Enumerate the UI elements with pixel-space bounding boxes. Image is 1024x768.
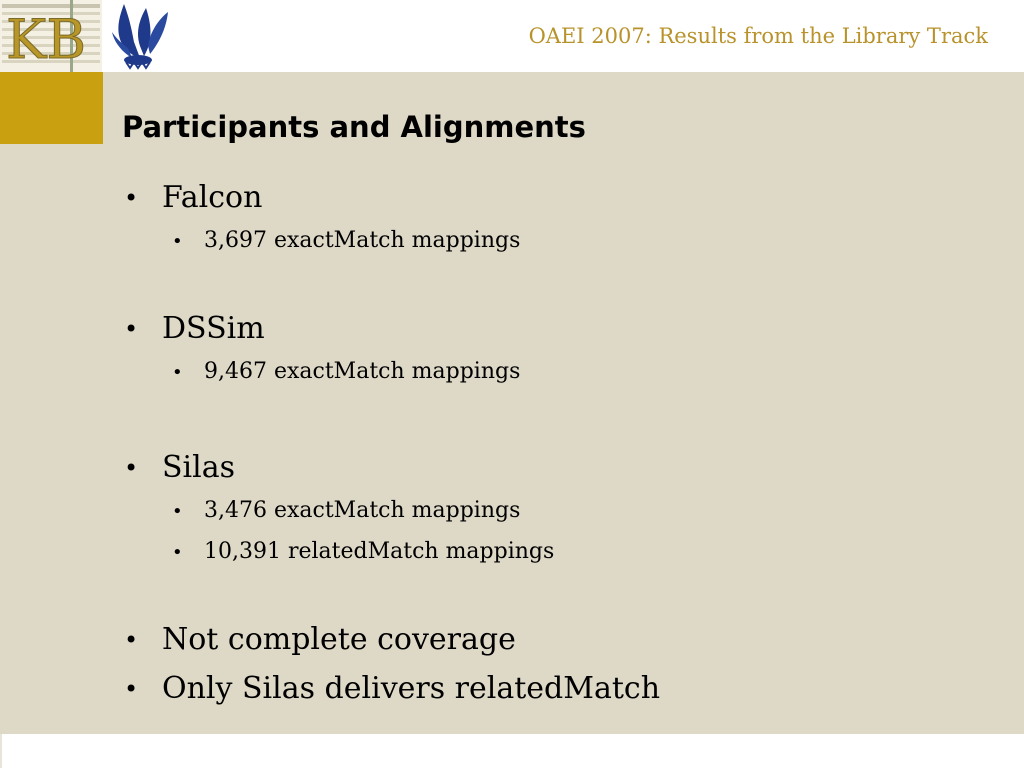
bullet-dot-icon: • — [124, 675, 139, 703]
bullet-dot-icon: • — [172, 362, 183, 383]
kb-logo-text: KB — [6, 8, 86, 71]
footer-divider — [0, 734, 2, 768]
sub-bullet-label: 3,697 exactMatch mappings — [204, 228, 521, 253]
bullet-dot-icon: • — [124, 626, 139, 654]
header-bar — [0, 0, 1024, 72]
slide-title: Participants and Alignments — [122, 110, 586, 144]
bullet-label: Silas — [162, 450, 236, 485]
bullet-dot-icon: • — [124, 454, 139, 482]
kb-logo: KB — [0, 0, 102, 72]
sub-bullet-label: 3,476 exactMatch mappings — [204, 498, 521, 523]
presentation-title: OAEI 2007: Results from the Library Trac… — [528, 24, 988, 48]
footer-strip — [0, 734, 1024, 768]
sub-bullet-label: 10,391 relatedMatch mappings — [204, 539, 555, 564]
bullet-dot-icon: • — [172, 542, 183, 563]
bullet-dot-icon: • — [172, 231, 183, 252]
bullet-dot-icon: • — [124, 315, 139, 343]
bird-logo-icon — [104, 2, 176, 70]
bullet-dot-icon: • — [172, 501, 183, 522]
accent-square — [0, 72, 103, 144]
bullet-label: DSSim — [162, 311, 265, 346]
bullet-label: Falcon — [162, 180, 263, 215]
bullet-label: Not complete coverage — [162, 622, 516, 657]
bullet-label: Only Silas delivers relatedMatch — [162, 671, 661, 706]
sub-bullet-label: 9,467 exactMatch mappings — [204, 359, 521, 384]
bullet-dot-icon: • — [124, 184, 139, 212]
content-area — [0, 72, 1024, 734]
